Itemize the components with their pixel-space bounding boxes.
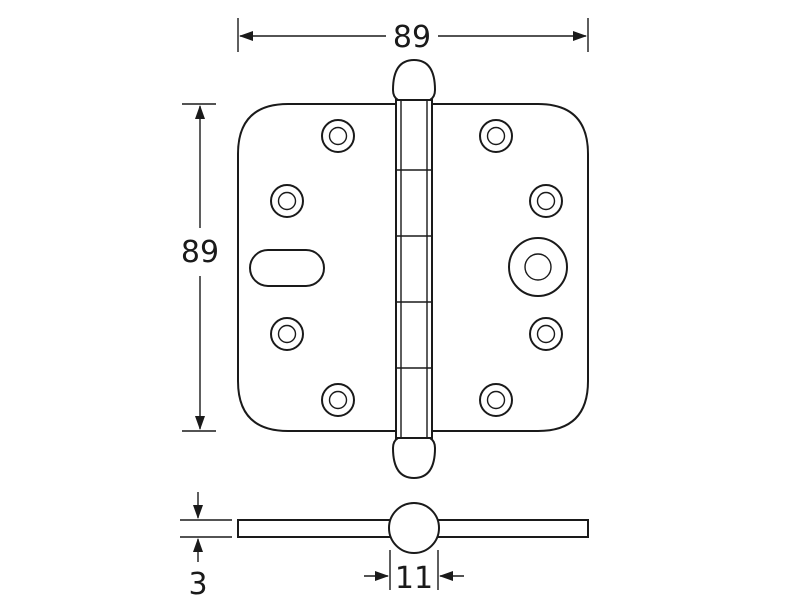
screw-hole <box>270 317 304 351</box>
width-label: 89 <box>393 20 431 55</box>
height-arrow-bottom <box>195 416 205 430</box>
side-leaf-right <box>429 519 589 538</box>
top-ball-finial <box>391 58 437 101</box>
screw-hole <box>270 184 304 218</box>
left-screw-holes <box>249 119 355 417</box>
screw-hole <box>529 184 563 218</box>
knuckle-arrow-right <box>439 571 453 581</box>
thickness-arrow-top <box>193 505 203 519</box>
thickness-label: 3 <box>188 567 207 600</box>
oval-slot <box>249 249 325 287</box>
width-arrow-right <box>573 31 587 41</box>
height-label: 89 <box>181 235 219 270</box>
screw-hole <box>479 383 513 417</box>
bottom-ball-finial <box>391 437 437 480</box>
knuckle-dimension: 11 <box>364 550 464 596</box>
screw-hole <box>321 119 355 153</box>
thickness-arrow-bottom <box>193 538 203 552</box>
side-leaf-left <box>237 519 399 538</box>
hinge-side-view <box>237 502 589 554</box>
screw-hole <box>529 317 563 351</box>
hinge-front-view <box>237 58 589 480</box>
thickness-dimension: 3 <box>180 492 232 600</box>
round-pin-hole <box>508 237 568 297</box>
width-arrow-left <box>239 31 253 41</box>
height-dimension: 89 <box>181 103 219 432</box>
knuckle-barrel <box>395 99 433 439</box>
width-dimension: 89 <box>237 18 589 55</box>
screw-hole <box>321 383 355 417</box>
knuckle-arrow-left <box>375 571 389 581</box>
right-screw-holes <box>479 119 568 417</box>
knuckle-label: 11 <box>395 561 433 596</box>
side-knuckle <box>388 502 440 554</box>
height-arrow-top <box>195 105 205 119</box>
screw-hole <box>479 119 513 153</box>
